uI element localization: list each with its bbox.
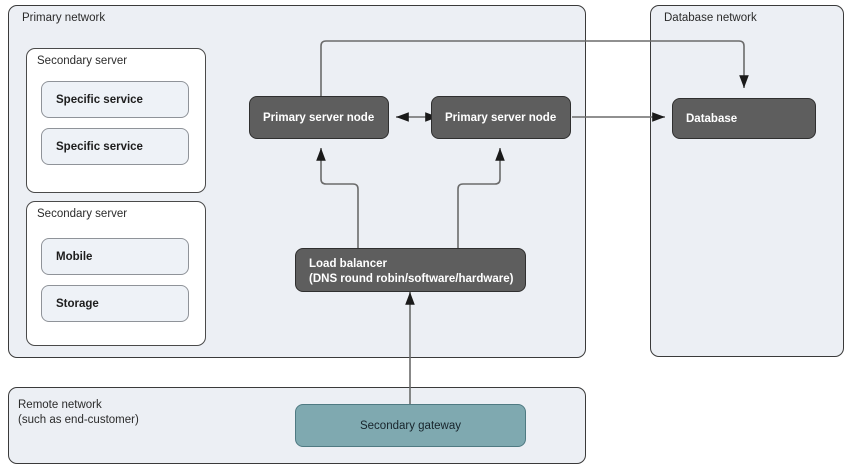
- node-database[interactable]: Database: [672, 98, 816, 139]
- load-balancer-subtitle: (DNS round robin/software/hardware): [309, 273, 514, 285]
- node-load-balancer[interactable]: Load balancer (DNS round robin/software/…: [295, 248, 526, 292]
- node-secondary-gateway[interactable]: Secondary gateway: [295, 404, 526, 447]
- node-primary-server-left[interactable]: Primary server node: [249, 96, 389, 139]
- service-mobile[interactable]: Mobile: [41, 238, 189, 275]
- node-primary-server-right[interactable]: Primary server node: [431, 96, 571, 139]
- secondary-server-1-label: Secondary server: [37, 55, 128, 67]
- load-balancer-title: Load balancer: [309, 258, 387, 270]
- service-specific-service-1[interactable]: Specific service: [41, 81, 189, 118]
- zone-remote-network-label: Remote network (such as end-customer): [18, 399, 139, 426]
- secondary-server-1: [26, 48, 206, 193]
- zone-primary-network-label: Primary network: [22, 12, 106, 24]
- service-specific-service-2[interactable]: Specific service: [41, 128, 189, 165]
- zone-database-network: [650, 5, 844, 357]
- secondary-server-2-label: Secondary server: [37, 208, 128, 220]
- zone-database-network-label: Database network: [664, 12, 757, 24]
- service-storage[interactable]: Storage: [41, 285, 189, 322]
